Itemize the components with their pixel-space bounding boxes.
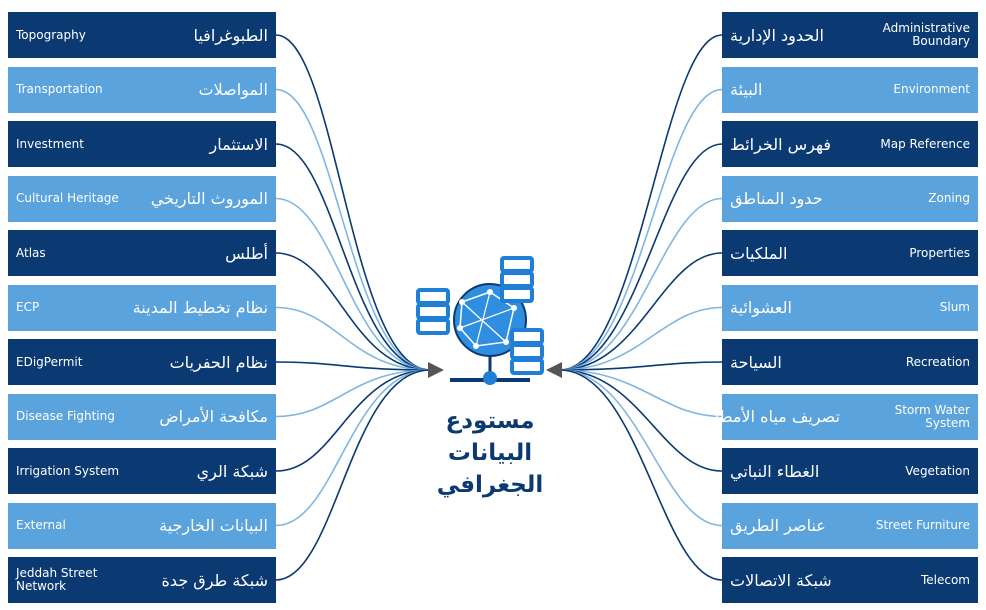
- arabic-label: تصريف مياه الأمطار: [707, 407, 840, 426]
- connector-line: [275, 306, 431, 371]
- network-base-icon: [450, 356, 530, 385]
- connector-line: [559, 306, 723, 371]
- left-item-cultural-heritage: Cultural Heritage الموروث التاريخي: [8, 175, 276, 222]
- english-label: Recreation: [905, 354, 970, 369]
- english-label: Jeddah Street Network: [16, 566, 98, 593]
- english-label: Cultural Heritage: [16, 191, 119, 205]
- connector-line: [559, 369, 723, 581]
- arabic-label: مكافحة الأمراض: [159, 407, 268, 426]
- arabic-label: نظام الحفريات: [169, 352, 268, 372]
- english-label: External: [16, 518, 66, 532]
- english-label: Atlas: [16, 245, 46, 260]
- arabic-label: الطبوغرافيا: [193, 25, 268, 45]
- english-label: Telecom: [920, 572, 970, 587]
- english-label: Transportation: [16, 82, 103, 96]
- left-arrowhead-icon: [428, 362, 444, 378]
- english-label: Slum: [939, 300, 970, 314]
- arabic-label: الغطاء النباتي: [730, 461, 820, 481]
- arabic-label: الاستثمار: [209, 134, 268, 154]
- english-label: Environment: [893, 82, 970, 96]
- connector-line: [275, 143, 431, 371]
- arabic-label: فهرس الخرائط: [730, 134, 832, 154]
- repository-title-line1: مستودع البيانات: [445, 408, 535, 466]
- english-label: Zoning: [928, 191, 970, 205]
- connector-line: [275, 252, 431, 371]
- left-item-atlas: Atlas أطلس: [8, 230, 276, 276]
- right-item-administrative-boundary: الحدود الإدارية Administrative Boundary: [722, 12, 978, 58]
- arabic-label: شبكة الري: [196, 461, 268, 481]
- connector-line: [275, 369, 431, 527]
- left-item-jeddah-street-network: Jeddah Street Network شبكة طرق جدة: [8, 557, 276, 603]
- connector-line: [559, 88, 723, 371]
- left-item-topography: Topography الطبوغرافيا: [8, 12, 276, 58]
- arabic-label: شبكة طرق جدة: [161, 570, 268, 590]
- connector-line: [275, 361, 431, 371]
- database-hub-icon: [416, 256, 544, 385]
- english-label: Administrative Boundary: [882, 21, 970, 48]
- connector-line: [275, 369, 431, 581]
- arabic-label: عناصر الطريق: [730, 516, 826, 535]
- english-label: Map Reference: [880, 136, 970, 151]
- right-item-slum: العشوائية Slum: [722, 284, 978, 331]
- right-item-vegetation: الغطاء النباتي Vegetation: [722, 448, 978, 494]
- arabic-label: الملكيات: [730, 243, 788, 263]
- left-item-edigpermit: EDigPermit نظام الحفريات: [8, 339, 276, 385]
- right-item-storm-water-system: تصريف مياه الأمطار Storm Water System: [707, 393, 978, 440]
- arabic-label: العشوائية: [730, 298, 792, 317]
- right-arrowhead-icon: [546, 362, 562, 378]
- right-item-zoning: حدود المناطق Zoning: [722, 175, 978, 222]
- right-item-environment: البيئة Environment: [722, 66, 978, 113]
- right-item-street-furniture: عناصر الطريق Street Furniture: [722, 502, 978, 549]
- english-label: Disease Fighting: [16, 409, 115, 423]
- arabic-label: المواصلات: [198, 80, 268, 99]
- connector-line: [275, 88, 431, 371]
- english-label: Vegetation: [905, 463, 970, 478]
- connector-line: [275, 369, 431, 418]
- left-item-disease-fighting: Disease Fighting مكافحة الأمراض: [8, 393, 276, 440]
- connector-line: [275, 369, 431, 472]
- right-item-map-reference: فهرس الخرائط Map Reference: [722, 121, 978, 167]
- arabic-label: شبكة الاتصالات: [730, 570, 832, 590]
- connector-line: [559, 369, 723, 527]
- right-item-properties: الملكيات Properties: [722, 230, 978, 276]
- english-label: Investment: [16, 136, 84, 151]
- english-label: EDigPermit: [16, 354, 83, 369]
- arabic-label: الموروث التاريخي: [150, 189, 268, 208]
- connector-line: [559, 369, 723, 418]
- connector-line: [559, 361, 723, 371]
- english-label: Storm Water System: [894, 402, 970, 430]
- left-item-transportation: Transportation المواصلات: [8, 66, 276, 113]
- english-label: Irrigation System: [16, 463, 120, 478]
- connector-line: [559, 369, 723, 472]
- connector-line: [559, 252, 723, 371]
- english-label: Properties: [909, 245, 970, 260]
- database-server-icon: [416, 256, 544, 375]
- arabic-label: البيئة: [730, 80, 763, 99]
- repository-title: مستودع البيانات الجغرافي: [400, 405, 580, 501]
- right-item-recreation: السياحة Recreation: [722, 339, 978, 385]
- connector-line: [559, 143, 723, 371]
- arabic-label: السياحة: [730, 352, 782, 372]
- arabic-label: الحدود الإدارية: [730, 25, 824, 45]
- english-label: Topography: [16, 27, 86, 42]
- connector-line: [275, 34, 431, 371]
- left-item-investment: Investment الاستثمار: [8, 121, 276, 167]
- connector-line: [559, 34, 723, 371]
- connector-line: [559, 197, 723, 371]
- left-item-external: External البيانات الخارجية: [8, 502, 276, 549]
- english-label: Street Furniture: [875, 518, 970, 532]
- arabic-label: أطلس: [225, 243, 268, 263]
- left-item-ecp: ECP نظام تخطيط المدينة: [8, 284, 276, 331]
- repository-title-line2: الجغرافي: [436, 472, 544, 498]
- english-label: ECP: [16, 300, 40, 314]
- connector-line: [275, 197, 431, 371]
- arabic-label: البيانات الخارجية: [159, 516, 268, 535]
- right-item-telecom: شبكة الاتصالات Telecom: [722, 557, 978, 603]
- arabic-label: نظام تخطيط المدينة: [132, 298, 268, 317]
- arabic-label: حدود المناطق: [730, 189, 823, 208]
- left-item-irrigation-system: Irrigation System شبكة الري: [8, 448, 276, 494]
